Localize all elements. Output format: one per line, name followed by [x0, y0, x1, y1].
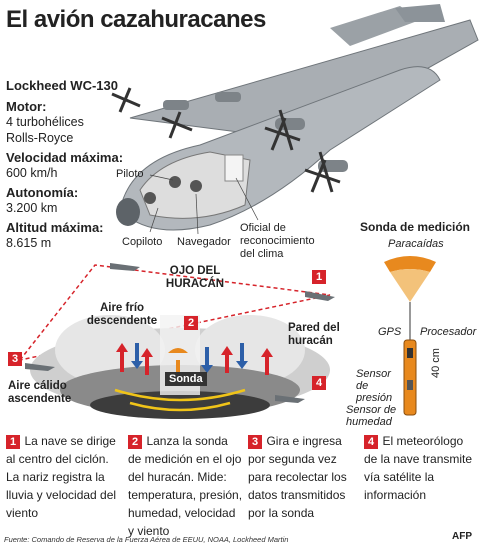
probe-gps-label: GPS [378, 326, 402, 338]
probe-processor-label: Procesador [420, 326, 477, 338]
label-cold-air: Aire frío descendente [86, 302, 158, 327]
step-2-text: Lanza la sonda de medición en el ojo del… [128, 434, 243, 538]
label-copilot: Copiloto [122, 236, 163, 248]
probe-pressure-label: Sensor de presión [356, 368, 393, 404]
spec-speed-value: 600 km/h [6, 166, 58, 180]
step-2-number: 2 [128, 435, 142, 449]
label-hurricane-wall: Pared del huracán [288, 322, 340, 347]
step-3-number: 3 [248, 435, 262, 449]
marker-1: 1 [312, 270, 326, 284]
probe-title: Sonda de medición [360, 220, 471, 234]
spec-altitude-heading: Altitud máxima: [6, 220, 104, 235]
spec-range-value: 3.200 km [6, 201, 58, 215]
label-probe: Sonda [165, 372, 207, 386]
specs-panel: Lockheed WC-130 Motor: 4 turbohélices Ro… [6, 78, 146, 251]
probe-illustration [384, 256, 436, 416]
step-4-number: 4 [364, 435, 378, 449]
step-3-text: Gira e ingresa por segunda vez para reco… [248, 434, 347, 520]
marker-4: 4 [312, 376, 326, 390]
probe-humidity-label: Sensor de humedad [346, 404, 397, 428]
label-hurricane-eye: OJO DEL HURACÁN [165, 265, 225, 290]
step-1-number: 1 [6, 435, 20, 449]
step-2: 2 Lanza la sonda de medición en el ojo d… [128, 432, 243, 540]
hurricane-diagram [19, 263, 335, 419]
spec-engine-value: 4 turbohélices Rolls-Royce [6, 115, 84, 145]
label-weather-officer: Oficial de reconocimiento del clima [240, 222, 315, 260]
source-note: Fuente: Comando de Reserva de la Fuerza … [4, 535, 289, 544]
step-1: 1 La nave se dirige al centro del ciclón… [6, 432, 121, 522]
step-4: 4 El meteorólogo de la nave transmite ví… [364, 432, 476, 504]
spec-speed-heading: Velocidad máxima: [6, 150, 124, 165]
agency-logo: AFP [452, 531, 472, 542]
probe-length-label: 40 cm [430, 348, 442, 378]
label-warm-air: Aire cálido ascendente [8, 380, 72, 405]
step-1-text: La nave se dirige al centro del ciclón. … [6, 434, 117, 520]
spec-range-heading: Autonomía: [6, 185, 79, 200]
spec-altitude-value: 8.615 m [6, 236, 52, 250]
spec-model: Lockheed WC-130 [6, 78, 118, 93]
page-title: El avión cazahuracanes [6, 6, 266, 33]
marker-2: 2 [184, 316, 198, 330]
plane-illustration [111, 4, 479, 235]
step-3: 3 Gira e ingresa por segunda vez para re… [248, 432, 358, 522]
spec-engine-heading: Motor: [6, 99, 47, 114]
step-4-text: El meteorólogo de la nave transmite vía … [364, 434, 473, 502]
label-navigator: Navegador [177, 236, 231, 248]
label-pilot: Piloto [116, 168, 144, 180]
marker-3: 3 [8, 352, 22, 366]
probe-parachute-label: Paracaídas [388, 238, 444, 250]
